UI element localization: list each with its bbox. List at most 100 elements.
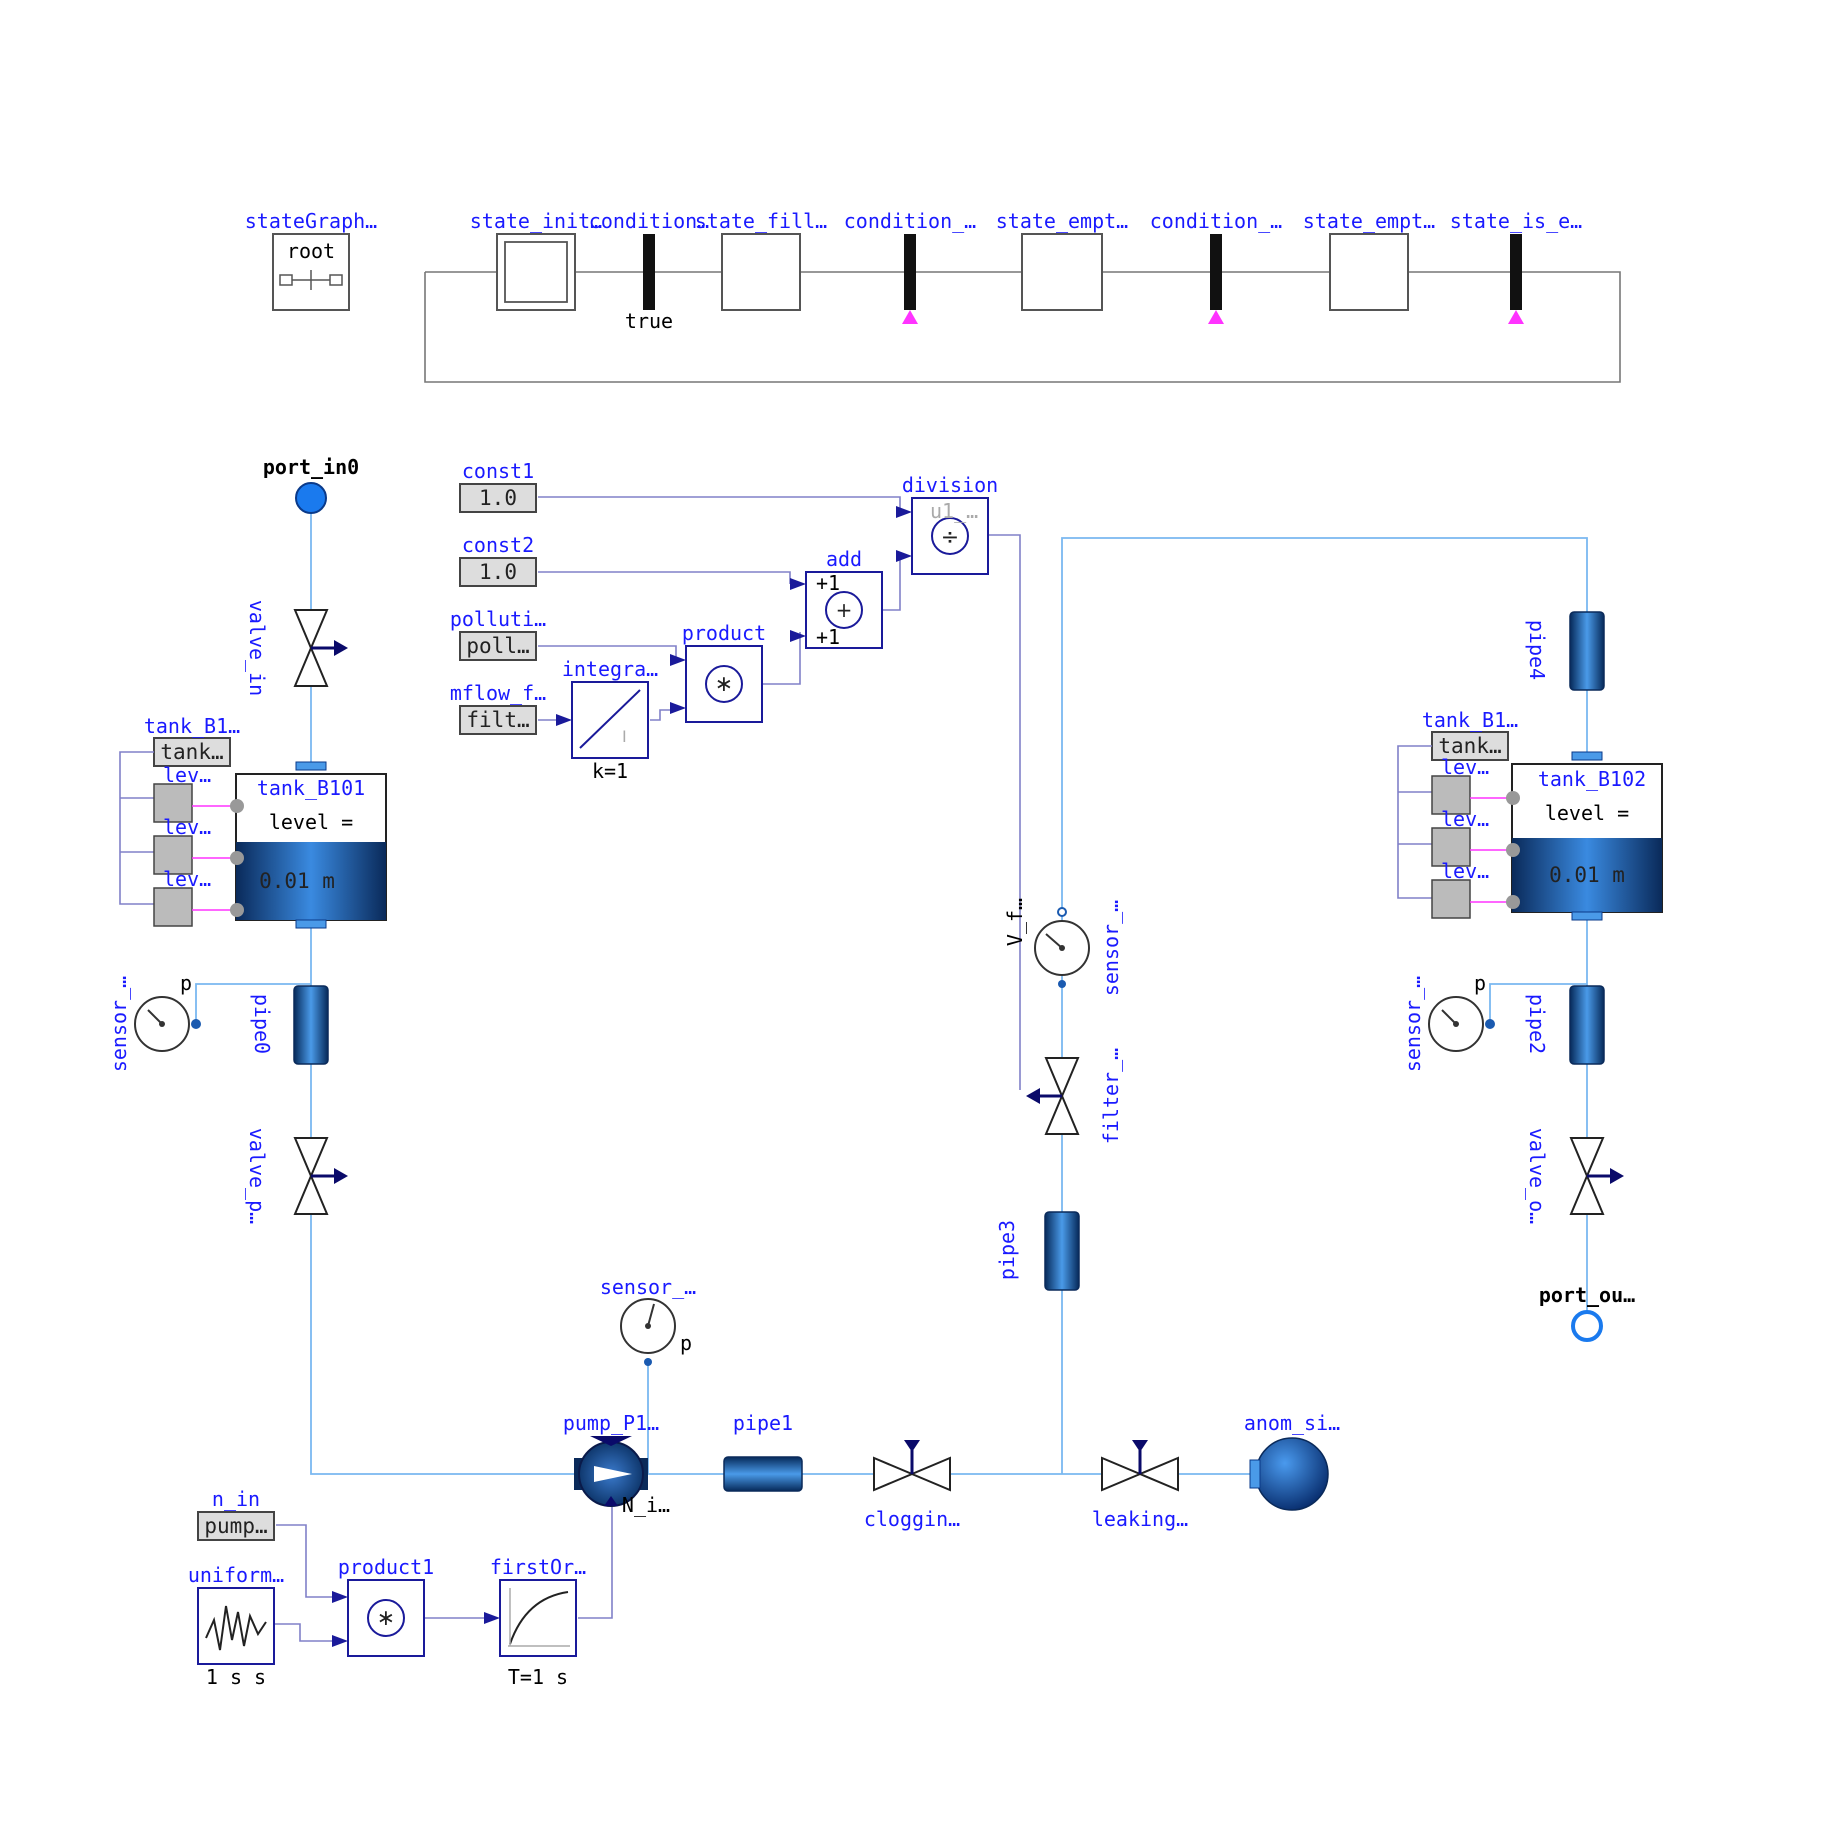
add-block[interactable]: + +1 +1	[790, 571, 883, 649]
level-sensor-label: lev…	[163, 815, 211, 839]
pipe3[interactable]	[1044, 1211, 1080, 1291]
pressure-sensor-right-label: sensor_…	[1401, 976, 1425, 1072]
mflow-label: mflow_f…	[450, 681, 546, 705]
state-empt2-label: state_empt…	[1303, 209, 1435, 233]
n-in-value: pump…	[204, 1514, 267, 1538]
transition-2-input-icon	[902, 310, 918, 324]
level-sensor[interactable]: lev…	[153, 763, 236, 823]
tank-b101-sensor-value: tank…	[160, 740, 223, 764]
pump-sensor-label: sensor_…	[600, 1275, 696, 1299]
flow-sensor-v: V_f…	[1003, 898, 1027, 946]
product-block[interactable]: ∗	[670, 645, 763, 723]
pollution-block[interactable]: poll…	[459, 631, 537, 661]
pump-label: pump_P1…	[563, 1411, 659, 1435]
level-sensor-label: lev…	[1441, 755, 1489, 779]
transition-1[interactable]	[643, 234, 655, 310]
valve-o-label: valve_o…	[1525, 1128, 1549, 1224]
leaking-valve[interactable]	[1101, 1440, 1179, 1492]
uniform-noise-block[interactable]	[197, 1587, 275, 1665]
pressure-sensor-right-p: p	[1474, 971, 1486, 995]
condition2-label: condition_…	[844, 209, 976, 233]
level-sensor-label: lev…	[1441, 859, 1489, 883]
pump-n-label: N_i…	[622, 1493, 670, 1517]
transition-3[interactable]	[1210, 234, 1222, 310]
transition-3-input-icon	[1208, 310, 1224, 324]
n-in-block[interactable]: pump…	[197, 1511, 275, 1541]
division-block[interactable]: ÷ u1_…	[896, 497, 989, 575]
port-out-label: port_ou…	[1539, 1283, 1635, 1307]
clogging-valve[interactable]	[873, 1440, 951, 1492]
pipe4[interactable]	[1569, 611, 1605, 691]
level-sensor[interactable]: lev…	[153, 867, 236, 927]
port-in-icon[interactable]	[295, 482, 327, 514]
pipe2[interactable]	[1569, 985, 1605, 1065]
valve-o[interactable]	[1569, 1137, 1624, 1215]
integrator-block[interactable]: I	[556, 681, 649, 759]
pipe2-label: pipe2	[1525, 994, 1549, 1054]
add-plus2: +1	[816, 625, 840, 649]
clogging-label: cloggin…	[864, 1507, 960, 1531]
tank-b102-sensor-value: tank…	[1438, 734, 1501, 758]
level-sensor[interactable]: lev…	[1431, 755, 1512, 815]
valve-p-label: valve_p…	[245, 1128, 269, 1224]
const1-block[interactable]: 1.0	[459, 483, 537, 513]
tank-b101-value: 0.01 m	[259, 869, 335, 893]
pipe1-label: pipe1	[733, 1411, 793, 1435]
filter-valve[interactable]	[1026, 1057, 1080, 1135]
valve-p[interactable]	[293, 1137, 348, 1215]
svg-text:÷: ÷	[941, 525, 959, 550]
tank-b102-sensor-label: tank_B1…	[1422, 708, 1518, 732]
pipe1[interactable]	[723, 1456, 803, 1492]
division-u1: u1_…	[930, 499, 978, 523]
level-sensor[interactable]: lev…	[1431, 807, 1512, 867]
product-label: product	[682, 621, 766, 645]
tank-b102-value: 0.01 m	[1549, 863, 1625, 887]
pipe0[interactable]	[293, 985, 329, 1065]
tank-b101-label: tank_B101	[257, 776, 365, 800]
pressure-sensor-right[interactable]	[1428, 996, 1495, 1052]
level-sensor[interactable]: lev…	[1431, 859, 1512, 919]
state-init[interactable]	[496, 233, 576, 311]
port-out-icon[interactable]	[1571, 1310, 1603, 1342]
anom-sink[interactable]	[1249, 1437, 1329, 1511]
tank-b102[interactable]: tank_B102 level = 0.01 m	[1511, 751, 1663, 921]
pump-sensor-p: p	[680, 1331, 692, 1355]
add-label: add	[826, 547, 862, 571]
pollution-value: poll…	[466, 634, 529, 658]
first-order-block[interactable]	[484, 1579, 577, 1657]
pressure-sensor-left[interactable]	[134, 996, 201, 1052]
level-sensors-right: lev… lev… lev…	[1431, 755, 1520, 919]
tank-b102-label: tank_B102	[1538, 767, 1646, 791]
tank-b101-sensor[interactable]: tank…	[153, 737, 231, 767]
state-is-e-label: state_is_e…	[1450, 209, 1582, 233]
level-sensor[interactable]: lev…	[153, 815, 236, 875]
product1-block[interactable]: ∗	[332, 1579, 425, 1657]
product1-label: product1	[338, 1555, 434, 1579]
pressure-sensor-left-p: p	[180, 971, 192, 995]
valve-in[interactable]	[293, 609, 348, 687]
root-text: root	[287, 239, 335, 263]
state-fill[interactable]	[721, 233, 801, 311]
const2-block[interactable]: 1.0	[459, 557, 537, 587]
tank-b102-level: level =	[1545, 801, 1629, 825]
signal-connections	[272, 496, 1021, 1642]
tank-b102-sensor[interactable]: tank…	[1431, 731, 1509, 761]
transition-2[interactable]	[904, 234, 916, 310]
uniform-label: uniform…	[188, 1563, 284, 1587]
root-block[interactable]: root	[272, 233, 350, 311]
pump-p1[interactable]	[574, 1436, 648, 1507]
pump-pressure-sensor[interactable]	[620, 1298, 676, 1366]
integrator-symbol: I	[622, 727, 627, 746]
mflow-block[interactable]: filt…	[459, 705, 537, 735]
condition1-value: true	[625, 309, 673, 333]
integrator-label: integra…	[562, 657, 658, 681]
state-empt-2[interactable]	[1329, 233, 1409, 311]
tank-b101[interactable]: tank_B101 level = 0.01 m	[235, 761, 387, 929]
transition-4[interactable]	[1510, 234, 1522, 310]
division-label: division	[902, 473, 998, 497]
flow-sensor[interactable]	[1034, 907, 1090, 988]
svg-text:+: +	[836, 598, 853, 622]
flow-sensor-label: sensor_…	[1099, 900, 1123, 996]
state-empt-1[interactable]	[1021, 233, 1103, 311]
